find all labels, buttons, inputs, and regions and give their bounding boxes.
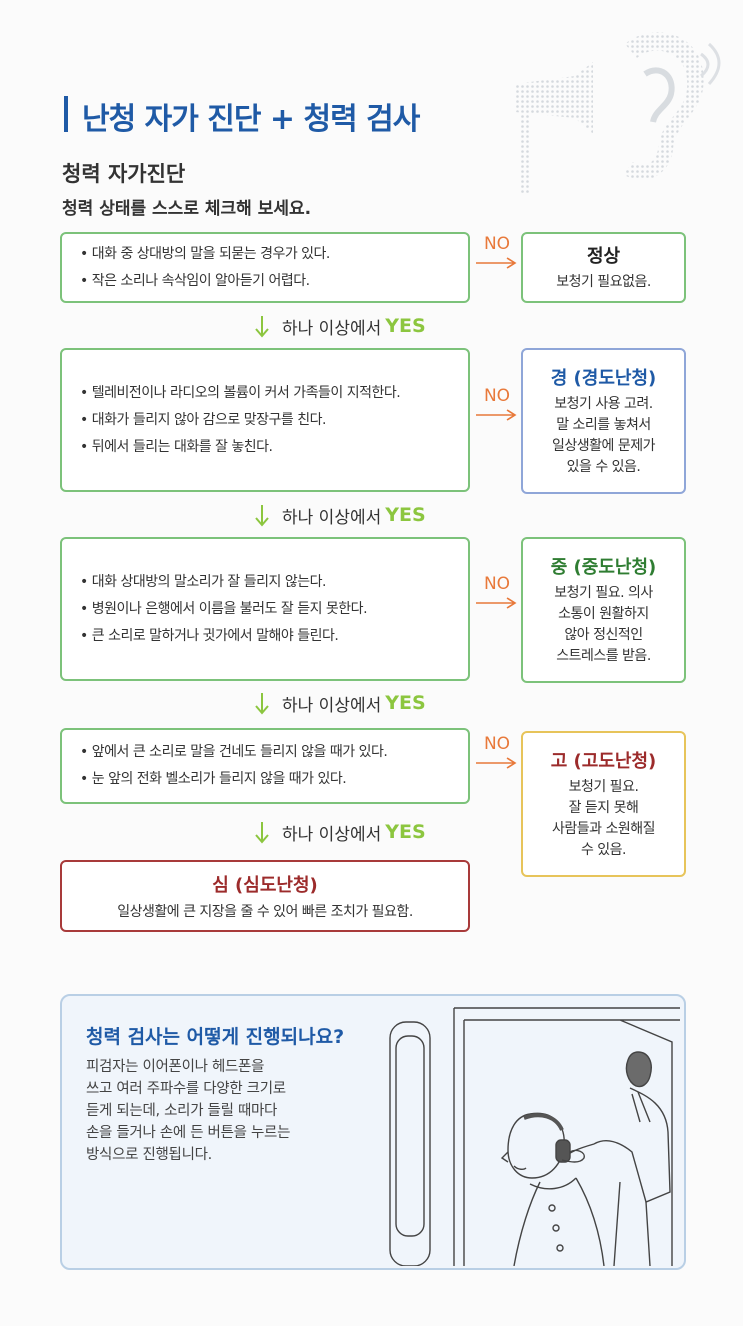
instruction-text: 청력 상태를 스스로 체크해 보세요. <box>62 199 312 219</box>
arrow-right-icon <box>476 597 517 609</box>
yes-connector-step-3: 하나 이상에서 YES <box>252 690 426 716</box>
no-connector-step-3: NO <box>474 574 520 610</box>
test-description: 피검자는 이어폰이나 헤드폰을 쓰고 여러 주파수를 다양한 크기로 듣게 되는… <box>86 1059 291 1163</box>
section-subtitle: 청력 자가진단 <box>62 162 186 186</box>
question-box-step-2: 텔레비전이나 라디오의 볼륨이 커서 가족들이 지적한다. 대화가 들리지 않아… <box>60 348 470 492</box>
question-item: 큰 소리로 말하거나 귓가에서 말해야 들린다. <box>80 623 458 650</box>
test-title: 청력 검사는 어떻게 진행되나요? <box>86 1026 345 1048</box>
result-desc: 보청기 필요. 잘 듣지 못해 사람들과 소원해질 수 있음. <box>552 779 656 858</box>
hearing-test-booth-illustration <box>389 1007 680 1266</box>
question-item: 뒤에서 들리는 대화를 잘 놓친다. <box>80 434 458 461</box>
no-label: NO <box>483 234 511 254</box>
question-item: 대화 상대방의 말소리가 잘 들리지 않는다. <box>80 569 458 596</box>
question-item: 대화 중 상대방의 말을 되묻는 경우가 있다. <box>80 241 458 268</box>
yes-connector-step-2: 하나 이상에서 YES <box>252 502 426 528</box>
result-box-moderate: 중 (중도난청) 보청기 필요. 의사 소통이 원활하지 않아 정신적인 스트레… <box>521 537 686 683</box>
result-title: 경 (경도난청) <box>550 368 657 389</box>
yes-word: YES <box>385 315 426 337</box>
yes-prefix: 하나 이상에서 <box>282 695 382 716</box>
question-item: 병원이나 은행에서 이름을 불러도 잘 듣지 못한다. <box>80 596 458 623</box>
result-box-severe: 고 (고도난청) 보청기 필요. 잘 듣지 못해 사람들과 소원해질 수 있음. <box>521 731 686 877</box>
yes-connector-step-4: 하나 이상에서 YES <box>252 819 426 845</box>
yes-word: YES <box>385 504 426 526</box>
arrow-down-icon <box>255 822 269 844</box>
result-desc: 보청기 필요없음. <box>556 274 651 290</box>
yes-prefix: 하나 이상에서 <box>282 318 382 339</box>
question-box-step-3: 대화 상대방의 말소리가 잘 들리지 않는다. 병원이나 은행에서 이름을 불러… <box>60 537 470 681</box>
result-title: 고 (고도난청) <box>550 751 657 772</box>
result-desc: 일상생활에 큰 지장을 줄 수 있어 빠른 조치가 필요함. <box>117 904 413 920</box>
no-label: NO <box>483 734 511 754</box>
yes-connector-step-1: 하나 이상에서 YES <box>252 313 426 339</box>
result-title: 중 (중도난청) <box>550 557 657 578</box>
arrow-right-icon <box>476 409 517 421</box>
question-item: 텔레비전이나 라디오의 볼륨이 커서 가족들이 지적한다. <box>80 380 458 407</box>
yes-word: YES <box>385 821 426 843</box>
no-label: NO <box>483 386 511 406</box>
result-desc: 보청기 사용 고려. 말 소리를 놓쳐서 일상생활에 문제가 있을 수 있음. <box>552 396 656 475</box>
question-item: 대화가 들리지 않아 감으로 맞장구를 친다. <box>80 407 458 434</box>
arrow-down-icon <box>255 505 269 527</box>
result-box-mild: 경 (경도난청) 보청기 사용 고려. 말 소리를 놓쳐서 일상생활에 문제가 … <box>521 348 686 494</box>
result-title: 심 (심도난청) <box>212 875 318 896</box>
question-item: 앞에서 큰 소리로 말을 건네도 들리지 않을 때가 있다. <box>80 739 458 766</box>
result-box-normal: 정상 보청기 필요없음. <box>521 232 686 303</box>
arrow-down-icon <box>255 693 269 715</box>
result-title: 정상 <box>586 246 621 267</box>
result-desc: 보청기 필요. 의사 소통이 원활하지 않아 정신적인 스트레스를 받음. <box>554 585 653 664</box>
arrow-right-icon <box>476 757 517 769</box>
result-box-profound: 심 (심도난청) 일상생활에 큰 지장을 줄 수 있어 빠른 조치가 필요함. <box>60 860 470 932</box>
question-item: 눈 앞의 전화 벨소리가 들리지 않을 때가 있다. <box>80 766 458 793</box>
no-label: NO <box>483 574 511 594</box>
no-connector-step-1: NO <box>474 234 520 270</box>
question-item: 작은 소리나 속삭임이 알아듣기 어렵다. <box>80 268 458 295</box>
title-accent-bar <box>64 96 68 132</box>
yes-prefix: 하나 이상에서 <box>282 824 382 845</box>
no-connector-step-2: NO <box>474 386 520 422</box>
yes-word: YES <box>385 692 426 714</box>
question-box-step-4: 앞에서 큰 소리로 말을 건네도 들리지 않을 때가 있다. 눈 앞의 전화 벨… <box>60 728 470 804</box>
no-connector-step-4: NO <box>474 734 520 770</box>
question-box-step-1: 대화 중 상대방의 말을 되묻는 경우가 있다. 작은 소리나 속삭임이 알아듣… <box>60 232 470 303</box>
hearing-test-panel: 청력 검사는 어떻게 진행되나요? 피검자는 이어폰이나 헤드폰을 쓰고 여러 … <box>60 994 686 1270</box>
page-title: 난청 자가 진단 + 청력 검사 <box>82 102 420 137</box>
arrow-down-icon <box>255 316 269 338</box>
arrow-right-icon <box>476 257 517 269</box>
ear-with-megaphone-icon <box>515 32 721 194</box>
yes-prefix: 하나 이상에서 <box>282 507 382 528</box>
